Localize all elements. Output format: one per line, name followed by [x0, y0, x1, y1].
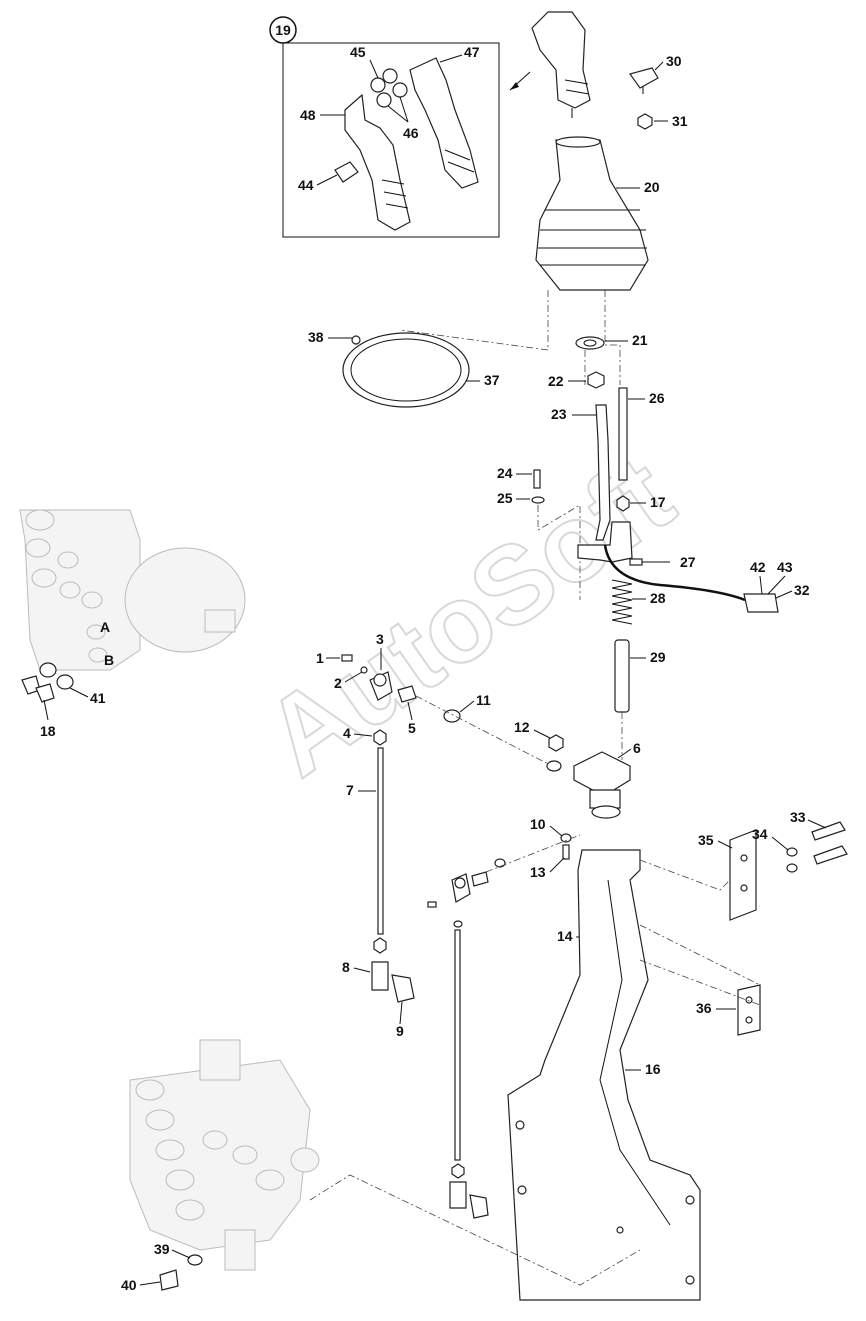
callout-22: 22: [548, 373, 564, 389]
callout-24: 24: [497, 465, 513, 481]
callout-11: 11: [476, 692, 491, 708]
callout-23: 23: [551, 406, 567, 422]
callout-4: 4: [343, 725, 351, 741]
callout-31: 31: [672, 113, 688, 129]
pilot-valve-block: A B 41 18: [19, 509, 246, 739]
callout-5: 5: [408, 720, 416, 736]
main-control-valve: 39 40: [121, 1039, 641, 1293]
callout-38: 38: [308, 329, 324, 345]
gasket-37: 38 37: [308, 329, 500, 408]
callout-circle-19: [269, 16, 297, 44]
callout-9: 9: [396, 1023, 404, 1039]
callout-8: 8: [342, 959, 350, 975]
callout-43: 43: [777, 559, 793, 575]
callout-1: 1: [316, 650, 324, 666]
callout-44: 44: [298, 177, 314, 193]
callout-36: 36: [696, 1000, 712, 1016]
callout-40: 40: [121, 1277, 137, 1293]
callout-48: 48: [300, 107, 316, 123]
callout-21: 21: [632, 332, 648, 348]
callout-28: 28: [650, 590, 666, 606]
callout-42: 42: [750, 559, 766, 575]
port-label-b: B: [104, 652, 114, 668]
callout-46: 46: [403, 125, 419, 141]
linkage-right: [427, 834, 581, 1219]
callout-32: 32: [794, 582, 810, 598]
callout-17: 17: [650, 494, 666, 510]
callout-2: 2: [334, 675, 342, 691]
linkage-left: 1 2 3 5 4 7 8 9 11: [316, 631, 561, 1039]
callout-27: 27: [680, 554, 696, 570]
port-label-a: A: [100, 619, 110, 635]
callout-30: 30: [666, 53, 682, 69]
callout-12: 12: [514, 719, 530, 735]
callout-20: 20: [644, 179, 660, 195]
callout-34: 34: [752, 826, 768, 842]
callout-47: 47: [464, 44, 480, 60]
callout-41: 41: [90, 690, 106, 706]
callout-19: 19: [275, 22, 291, 38]
callout-25: 25: [497, 490, 513, 506]
callout-14: 14: [557, 928, 573, 944]
callout-29: 29: [650, 649, 666, 665]
callout-18: 18: [40, 723, 56, 739]
callout-7: 7: [346, 782, 354, 798]
callout-35: 35: [698, 832, 714, 848]
callout-3: 3: [376, 631, 384, 647]
base-and-bracket: 12 6 10 13 14 15 16: [507, 719, 848, 1301]
watermark: AutoSoft: [243, 433, 694, 800]
callout-16: 16: [645, 1061, 661, 1077]
detail-box-grip: 19 45 47 48 46 44: [269, 16, 500, 238]
lever-parts: 21 22 23 26 24 25 17 27 42 43: [497, 332, 810, 760]
callout-6: 6: [633, 740, 641, 756]
callout-13: 13: [530, 864, 546, 880]
callout-10: 10: [530, 816, 546, 832]
callout-33: 33: [790, 809, 806, 825]
callout-39: 39: [154, 1241, 170, 1257]
callout-37: 37: [484, 372, 500, 388]
callout-45: 45: [350, 44, 366, 60]
callout-26: 26: [649, 390, 665, 406]
joystick-assembly: 30 31 20: [531, 11, 688, 291]
